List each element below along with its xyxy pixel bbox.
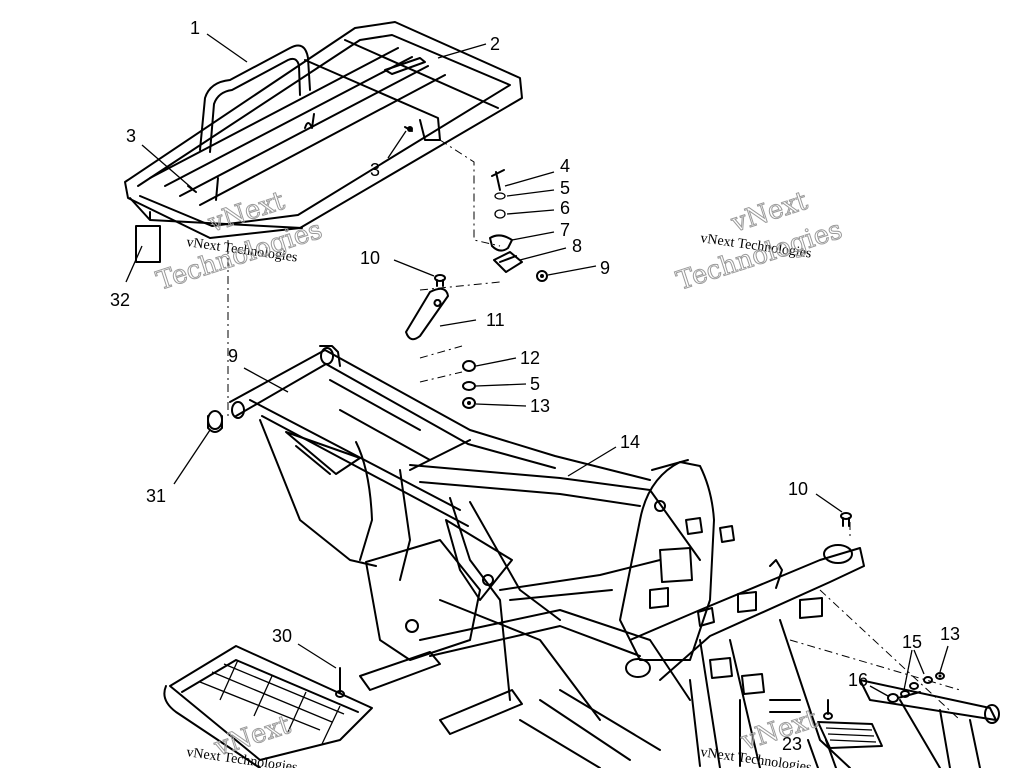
callout-2: 2	[490, 34, 500, 54]
front-hardware	[887, 672, 945, 703]
callout-30: 30	[272, 626, 292, 646]
callout-10: 10	[788, 479, 808, 499]
footrest-30	[163, 645, 373, 768]
washer-stack	[462, 360, 476, 409]
footrest-23	[807, 699, 883, 768]
leader-lines	[125, 33, 949, 697]
bushing-31	[207, 410, 223, 433]
callout-9: 9	[228, 346, 238, 366]
rear-rack	[124, 21, 523, 239]
callout-4: 4	[560, 156, 570, 176]
callout-7: 7	[560, 220, 570, 240]
callout-13: 13	[940, 624, 960, 644]
callout-10: 10	[360, 248, 380, 268]
callout-3: 3	[370, 160, 380, 180]
callout-31: 31	[146, 486, 166, 506]
callout-14: 14	[620, 432, 640, 452]
callout-6: 6	[560, 198, 570, 218]
callout-12: 12	[520, 348, 540, 368]
callout-5: 5	[560, 178, 570, 198]
bolt-10-top	[434, 274, 446, 287]
callout-1: 1	[190, 18, 200, 38]
main-frame	[229, 345, 1000, 768]
callout-11: 11	[486, 310, 505, 330]
callout-5: 5	[530, 374, 540, 394]
callout-3: 3	[126, 126, 136, 146]
bolt-10-right	[840, 512, 852, 527]
assembly-lines	[227, 139, 961, 721]
callout-15: 15	[902, 632, 922, 652]
callout-labels: 1 2 3 3 4 5 6 7 8 9 10 11 32 9 12 5 13 1…	[110, 18, 960, 754]
callout-8: 8	[572, 236, 582, 256]
callout-16: 16	[848, 670, 868, 690]
callout-13: 13	[530, 396, 550, 416]
bracket-11	[405, 287, 449, 341]
callout-9: 9	[600, 258, 610, 278]
rack-mount-hardware	[404, 126, 548, 282]
reflector	[135, 225, 161, 263]
callout-23: 23	[782, 734, 802, 754]
callout-32: 32	[110, 290, 130, 310]
